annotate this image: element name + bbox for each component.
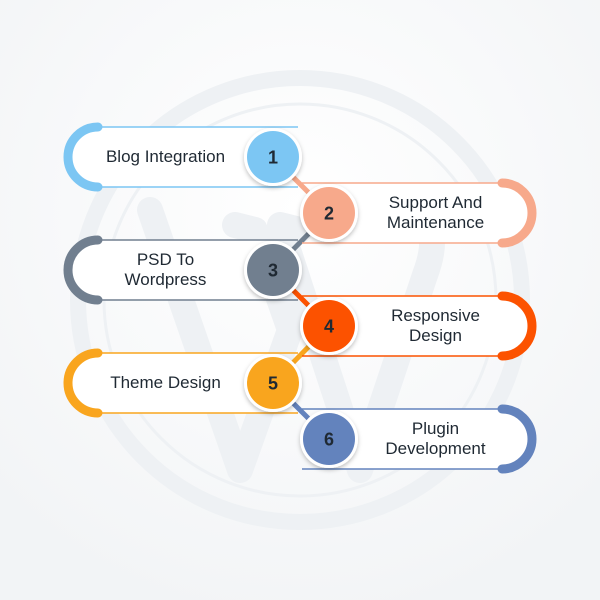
step-2 [300, 178, 537, 248]
step-pills: 1 2 3 4 5 6 [63, 122, 537, 474]
step-4-circle [303, 300, 355, 352]
step-2-pill [300, 183, 532, 243]
step-1 [63, 122, 300, 192]
step-3-label: PSD To Wordpress [124, 250, 207, 289]
step-3-circle [247, 244, 299, 296]
step-6-label: Plugin Development [385, 419, 486, 458]
step-1-label: Blog Integration [105, 147, 226, 166]
step-4 [300, 291, 537, 361]
step-2-badge: 2 [300, 184, 358, 242]
step-5-pill [68, 353, 300, 413]
step-5 [63, 348, 300, 418]
step-2-label: Support And Maintenance [386, 193, 485, 232]
step-4-pill [300, 296, 532, 356]
step-1-pill [68, 127, 300, 187]
step-2-outline [302, 182, 533, 244]
step-1-badge: 1 [244, 128, 302, 186]
step-3-outline [67, 239, 298, 301]
step-5-label: Theme Design [110, 373, 221, 392]
step-5-outline [67, 352, 298, 414]
step-4-badge: 4 [300, 297, 358, 355]
step-6-circle [303, 413, 355, 465]
step-3-badge: 3 [244, 241, 302, 299]
step-6-number: 6 [324, 430, 334, 450]
step-2-number: 2 [324, 204, 334, 224]
step-4-label: Responsive Design [391, 306, 480, 345]
step-1-circle [247, 131, 299, 183]
step-5-circle [247, 357, 299, 409]
step-4-outline [302, 295, 533, 357]
step-2-circle [303, 187, 355, 239]
step-3-pill [68, 240, 300, 300]
step-5-number: 5 [268, 374, 278, 394]
step-6-badge: 6 [300, 410, 358, 468]
step-1-outline [67, 126, 298, 188]
step-5-badge: 5 [244, 354, 302, 412]
step-6-outline [302, 408, 533, 470]
step-6 [300, 404, 537, 474]
step-3 [63, 235, 300, 305]
step-3-number: 3 [268, 261, 278, 281]
step-1-number: 1 [268, 148, 278, 168]
step-6-pill [300, 409, 532, 469]
step-4-number: 4 [324, 317, 334, 337]
